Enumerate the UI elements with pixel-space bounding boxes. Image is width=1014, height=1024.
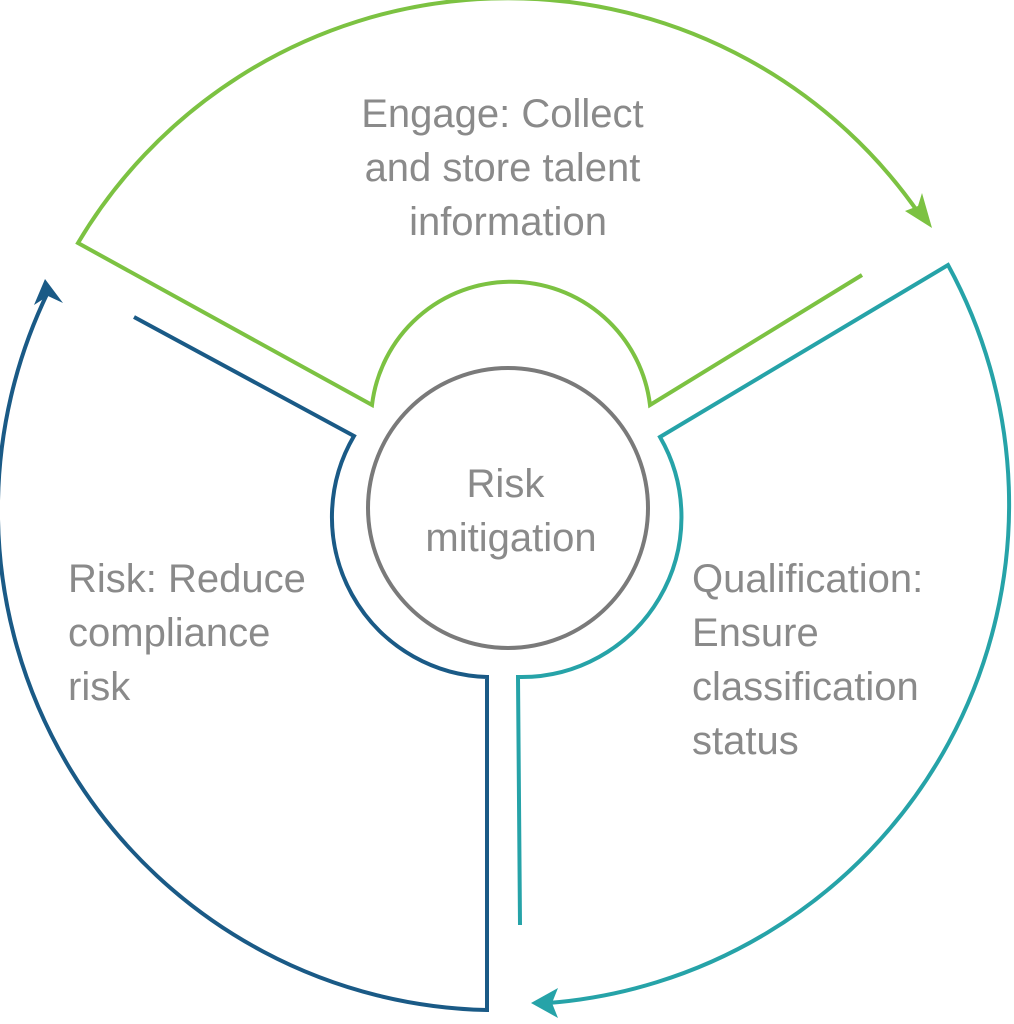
center-label: Risk mitigation <box>425 462 596 560</box>
qualification-arrowhead-icon <box>531 988 558 1018</box>
engage-label-line: and store talent <box>365 146 641 190</box>
engage-label-line: Engage: Collect <box>361 92 643 136</box>
qualification-label-line: status <box>692 719 799 763</box>
qualification-segment-outline <box>515 262 1012 1005</box>
risk-label-line: Risk: Reduce <box>68 557 306 601</box>
engage-arrowhead-icon <box>905 193 932 228</box>
engage-label: Engage: Collect and store talent informa… <box>361 92 655 244</box>
risk-label: Risk: Reduce compliance risk <box>68 557 317 709</box>
center-label-line: mitigation <box>425 516 596 560</box>
center-label-line: Risk <box>467 462 546 506</box>
risk-label-line: compliance <box>68 611 270 655</box>
risk-arrowhead-icon <box>34 279 63 305</box>
qualification-label-line: classification <box>692 665 919 709</box>
qualification-label: Qualification: Ensure classification sta… <box>692 557 934 763</box>
risk-label-line: risk <box>68 665 131 709</box>
center-circle <box>366 366 650 650</box>
engage-label-line: information <box>409 200 607 244</box>
qualification-label-line: Ensure <box>692 611 819 655</box>
risk-segment-outline <box>0 291 489 1013</box>
qualification-label-line: Qualification: <box>692 557 923 601</box>
engage-segment-outline <box>75 0 922 409</box>
